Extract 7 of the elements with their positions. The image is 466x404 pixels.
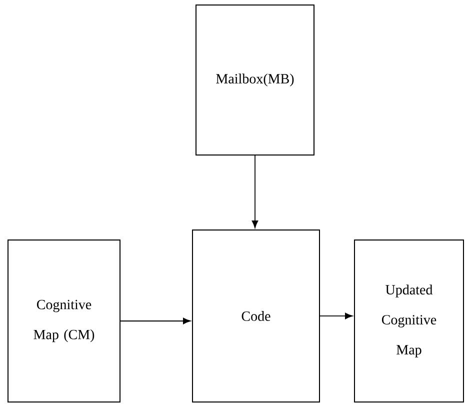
arrow [252, 155, 258, 228]
arrow [120, 318, 191, 324]
box: Cognitive Map (CM) [8, 240, 120, 402]
box: Mailbox(MB) [196, 4, 314, 156]
box: Code [192, 229, 320, 402]
box: Updated Cognitive Map [354, 240, 464, 402]
arrow [320, 312, 353, 320]
